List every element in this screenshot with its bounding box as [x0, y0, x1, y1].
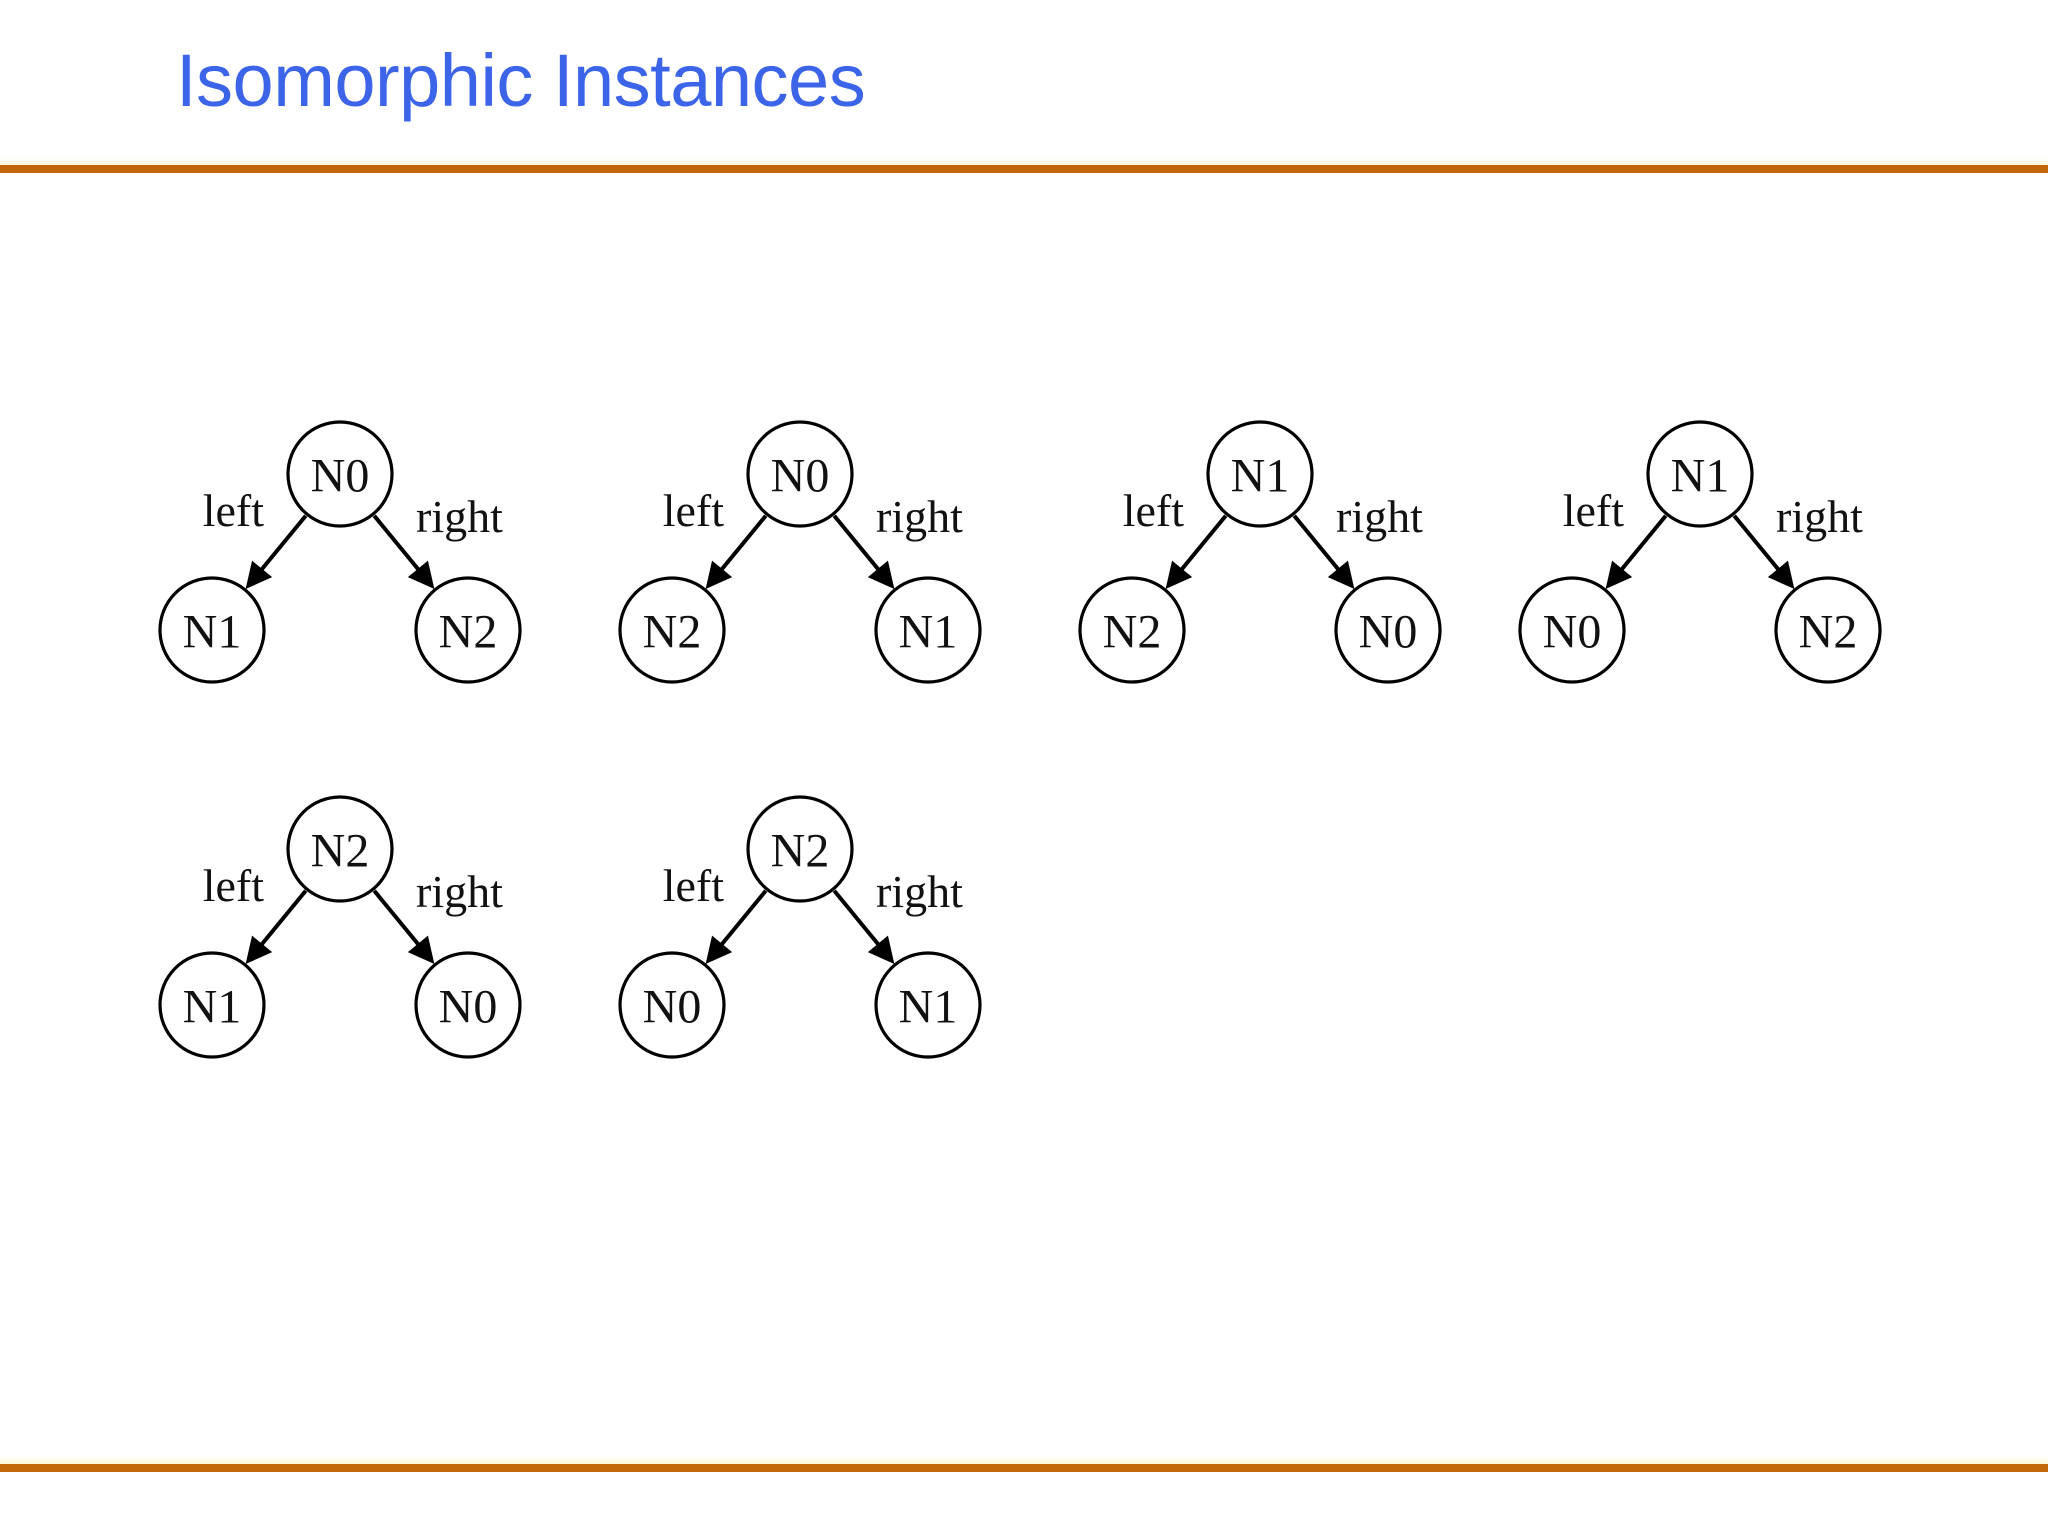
tree-2-left-node-circle [618, 576, 726, 684]
tree-4-right-node-circle [1774, 576, 1882, 684]
tree-6-left-node-circle [618, 951, 726, 1059]
edge-left-3-arrowhead [1165, 560, 1193, 590]
edge-left-2-arrowhead [705, 560, 733, 590]
tree-5-right-node-label: N0 [439, 981, 498, 1034]
edge-label-left-6: left [663, 860, 725, 911]
edge-left-4-line [1618, 514, 1668, 574]
edge-label-left-4: left [1563, 485, 1625, 536]
edge-label-right-2: right [876, 491, 963, 542]
tree-3-right-node-label: N0 [1359, 606, 1418, 659]
tree-5-left-node-label: N1 [183, 981, 242, 1034]
tree-5-left-node-circle [158, 951, 266, 1059]
tree-6-right-node-label: N1 [899, 981, 958, 1034]
header-divider-rule [0, 165, 2048, 173]
tree-4-left-node-circle [1518, 576, 1626, 684]
tree-1-root-node-circle [286, 420, 394, 528]
tree-1-right-node-label: N2 [439, 606, 498, 659]
edge-label-left-5: left [203, 860, 265, 911]
tree-4-root-node-label: N1 [1671, 450, 1730, 503]
tree-3-root-node-circle [1206, 420, 1314, 528]
tree-6-left-node-label: N0 [643, 981, 702, 1034]
tree-4-right-node-label: N2 [1799, 606, 1858, 659]
tree-1-root-node-label: N0 [311, 450, 370, 503]
edge-left-6-line [718, 889, 768, 949]
tree-6-root-node-circle [746, 795, 854, 903]
edge-right-4-line [1732, 514, 1782, 574]
tree-1-left-node-label: N1 [183, 606, 242, 659]
edge-label-right-4: right [1776, 491, 1863, 542]
tree-2-right-node-label: N1 [899, 606, 958, 659]
footer-rule-glow [0, 1454, 2048, 1464]
edge-right-3-arrowhead [1327, 560, 1355, 590]
tree-4-root-node-circle [1646, 420, 1754, 528]
header-rule-glow [0, 155, 2048, 165]
edge-right-6-line [832, 889, 882, 949]
tree-3-root-node-label: N1 [1231, 450, 1290, 503]
edge-right-5-arrowhead [407, 935, 435, 965]
edge-label-left-2: left [663, 485, 725, 536]
tree-5-root-node-circle [286, 795, 394, 903]
edge-right-5-line [372, 889, 422, 949]
edge-right-2-arrowhead [867, 560, 895, 590]
edge-right-1-line [372, 514, 422, 574]
tree-5-right-node-circle [414, 951, 522, 1059]
edge-left-5-arrowhead [245, 935, 273, 965]
edge-left-1-line [258, 514, 308, 574]
edge-left-4-arrowhead [1605, 560, 1633, 590]
edge-left-5-line [258, 889, 308, 949]
tree-3-left-node-circle [1078, 576, 1186, 684]
slide-header: Isomorphic Instances [0, 0, 2048, 172]
tree-1-right-node-circle [414, 576, 522, 684]
edge-label-right-6: right [876, 866, 963, 917]
edge-label-right-5: right [416, 866, 503, 917]
edge-label-left-3: left [1123, 485, 1185, 536]
tree-5-root-node-label: N2 [311, 825, 370, 878]
tree-2-left-node-label: N2 [643, 606, 702, 659]
tree-6-root-node-label: N2 [771, 825, 830, 878]
edge-label-left-1: left [203, 485, 265, 536]
edge-label-right-1: right [416, 491, 503, 542]
tree-4-left-node-label: N0 [1543, 606, 1602, 659]
edge-left-3-line [1178, 514, 1228, 574]
tree-3-left-node-label: N2 [1103, 606, 1162, 659]
tree-2-root-node-circle [746, 420, 854, 528]
edge-left-6-arrowhead [705, 935, 733, 965]
tree-2-right-node-circle [874, 576, 982, 684]
edge-left-2-line [718, 514, 768, 574]
edge-left-1-arrowhead [245, 560, 273, 590]
page-title: Isomorphic Instances [176, 39, 866, 122]
edge-right-6-arrowhead [867, 935, 895, 965]
tree-3-right-node-circle [1334, 576, 1442, 684]
edge-right-2-line [832, 514, 882, 574]
footer-divider-rule [0, 1464, 2048, 1472]
edge-right-3-line [1292, 514, 1342, 574]
tree-6-right-node-circle [874, 951, 982, 1059]
tree-1-left-node-circle [158, 576, 266, 684]
edge-right-1-arrowhead [407, 560, 435, 590]
edge-right-4-arrowhead [1767, 560, 1795, 590]
tree-2-root-node-label: N0 [771, 450, 830, 503]
edge-label-right-3: right [1336, 491, 1423, 542]
